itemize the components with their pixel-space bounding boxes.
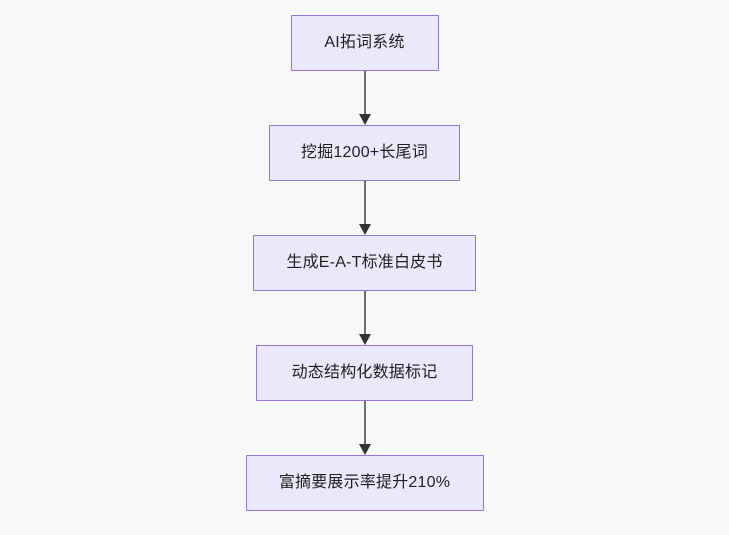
flow-connector-3 — [357, 291, 373, 345]
flow-node-rich-snippet-result[interactable]: 富摘要展示率提升210% — [245, 455, 484, 511]
down-arrow-icon — [358, 224, 371, 235]
flow-node-longtail-keywords[interactable]: 挖掘1200+长尾词 — [269, 125, 460, 181]
connector-line — [363, 291, 366, 335]
connector-line — [363, 401, 366, 445]
down-arrow-icon — [358, 114, 371, 125]
flow-node-eat-whitepaper[interactable]: 生成E-A-T标准白皮书 — [253, 235, 476, 291]
connector-line — [363, 71, 366, 115]
connector-line — [363, 181, 366, 225]
down-arrow-icon — [358, 444, 371, 455]
flow-node-label: 动态结构化数据标记 — [291, 364, 438, 382]
flow-connector-4 — [357, 401, 373, 455]
flow-node-ai-keyword-system[interactable]: AI拓词系统 — [290, 15, 439, 71]
flow-connector-2 — [357, 181, 373, 235]
flow-connector-1 — [357, 71, 373, 125]
down-arrow-icon — [358, 334, 371, 345]
flow-node-label: 挖掘1200+长尾词 — [301, 144, 428, 162]
flow-node-label: 生成E-A-T标准白皮书 — [286, 254, 443, 272]
flow-node-label: AI拓词系统 — [324, 34, 405, 52]
flow-node-label: 富摘要展示率提升210% — [278, 474, 451, 492]
flow-node-structured-data-markup[interactable]: 动态结构化数据标记 — [256, 345, 473, 401]
